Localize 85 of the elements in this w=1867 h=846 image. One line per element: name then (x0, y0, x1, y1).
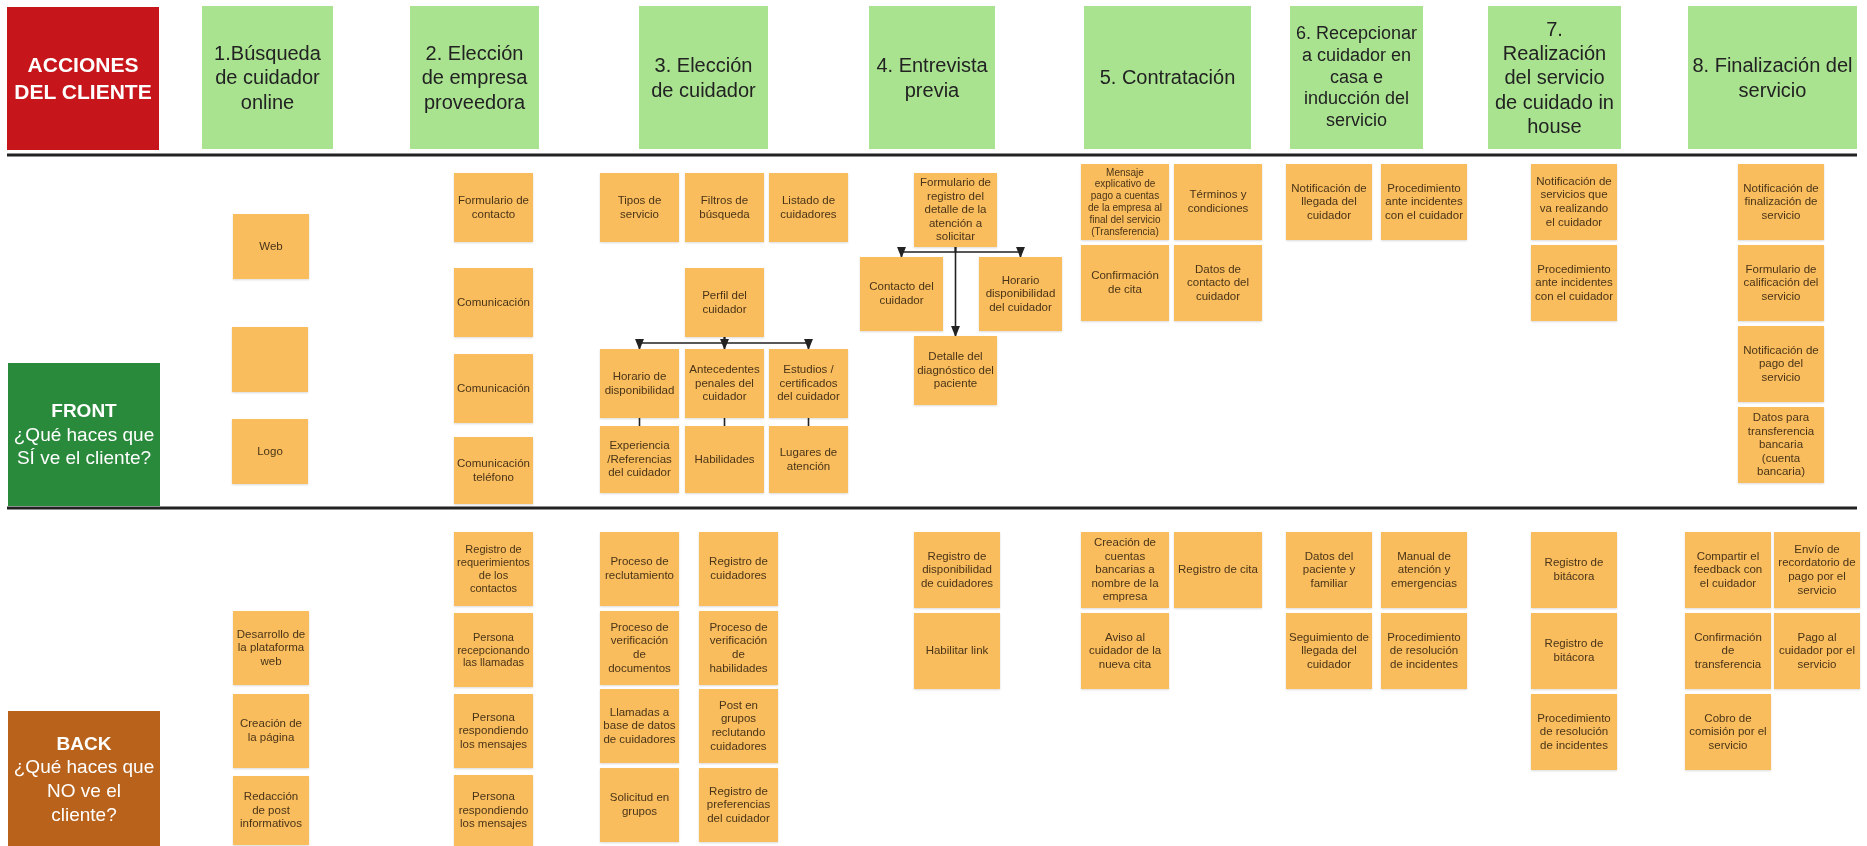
sticky-note: Notificación de llegada del cuidador (1286, 164, 1372, 240)
sticky-note: Notificación de servicios que va realizando el cuidador (1531, 164, 1617, 240)
step-header: 7. Realización del servicio de cuidado in house (1488, 6, 1621, 149)
sticky-note: Persona respondiendo los mensajes (454, 775, 533, 846)
arrow (720, 336, 729, 351)
arrow (951, 246, 960, 338)
sticky-note: Procedimiento de resolución de incidentes (1381, 613, 1467, 689)
lane-question: ¿Qué haces que NO ve el cliente? (12, 755, 156, 827)
sticky-note: Persona respondiendo los mensajes (454, 694, 533, 768)
sticky-note: Registro de preferencias del cuidador (699, 768, 778, 842)
sticky-note (232, 327, 308, 392)
sticky-note: Detalle del diagnóstico del paciente (914, 336, 997, 405)
sticky-note: Manual de atención y emergencias (1381, 532, 1467, 608)
sticky-note: Habilitar link (914, 613, 1000, 689)
section-header: ACCIONES DEL CLIENTE (7, 7, 159, 150)
lane-label-panel (8, 363, 160, 506)
sticky-note: Antecedentes penales del cuidador (685, 349, 764, 418)
sticky-note: Datos de contacto del cuidador (1174, 245, 1262, 321)
sticky-note: Habilidades (685, 426, 764, 493)
sticky-note: Llamadas a base de datos de cuidadores (600, 689, 679, 763)
sticky-note: Registro de cuidadores (699, 532, 778, 606)
sticky-note: Formulario de registro del detalle de la atención a solicitar (914, 173, 997, 247)
sticky-note: Registro de requerimientos de los contactos (454, 532, 533, 606)
lane-question: ¿Qué haces que SÍ ve el cliente? (12, 422, 156, 471)
sticky-note: Envío de recordatorio de pago por el servicio (1774, 532, 1860, 608)
sticky-note: Procedimiento ante incidentes con el cuidador (1381, 164, 1467, 240)
lane-label-panel (8, 711, 160, 846)
sticky-note: Proceso de verificación de documentos (600, 611, 679, 685)
sticky-note: Mensaje explicativo de pago a cuentas de la empresa al final del servicio (Transferencia) (1081, 164, 1169, 240)
step-header: 6. Recepcionar a cuidador en casa e inducción del servicio (1290, 6, 1423, 149)
step-header: 8. Finalización del servicio (1688, 6, 1857, 149)
sticky-note: Lugares de atención (769, 426, 848, 493)
arrow (954, 246, 1025, 259)
sticky-note: Proceso de reclutamiento (600, 532, 679, 606)
sticky-note: Persona recepcionando las llamadas (454, 613, 533, 687)
sticky-note: Compartir el feedback con el cuidador (1685, 532, 1771, 608)
sticky-note: Registro de cita (1174, 532, 1262, 608)
sticky-note: Comunicación teléfono (454, 437, 533, 504)
sticky-note: Confirmación de transferencia (1685, 613, 1771, 689)
sticky-note: Notificación de pago del servicio (1738, 326, 1824, 402)
sticky-note: Comunicación (454, 354, 533, 423)
sticky-note: Creación de cuentas bancarias a nombre de la empresa (1081, 532, 1169, 608)
sticky-note: Confirmación de cita (1081, 245, 1169, 321)
sticky-note: Registro de bitácora (1531, 613, 1617, 689)
sticky-note: Logo (232, 419, 308, 484)
sticky-note: Estudios / certificados del cuidador (769, 349, 848, 418)
step-header: 5. Contratación (1084, 6, 1251, 149)
sticky-note: Datos para transferencia bancaria (cuenta bancaria) (1738, 407, 1824, 483)
step-header: 4. Entrevista previa (869, 6, 995, 149)
sticky-note: Perfil del cuidador (685, 268, 764, 337)
sticky-note: Notificación de finalización de servicio (1738, 164, 1824, 240)
lane-title: FRONT (51, 398, 117, 423)
sticky-note: Términos y condiciones (1174, 164, 1262, 240)
sticky-note: Tipos de servicio (600, 173, 679, 242)
sticky-note: Pago al cuidador por el servicio (1774, 613, 1860, 689)
sticky-note: Comunicación (454, 268, 533, 337)
sticky-note: Listado de cuidadores (769, 173, 848, 242)
sticky-note: Proceso de verificación de habilidades (699, 611, 778, 685)
sticky-note: Solicitud en grupos (600, 768, 679, 842)
sticky-note: Filtros de búsqueda (685, 173, 764, 242)
arrow (897, 246, 957, 259)
sticky-note: Procedimiento ante incidentes con el cuidador (1531, 245, 1617, 321)
sticky-note: Aviso al cuidador de la nueva cita (1081, 613, 1169, 689)
sticky-note: Web (233, 214, 309, 279)
sticky-note: Cobro de comisión por el servicio (1685, 694, 1771, 770)
step-header: 1.Búsqueda de cuidador online (202, 6, 333, 149)
sticky-note: Seguimiento de llegada del cuidador (1286, 613, 1372, 689)
sticky-note: Datos del paciente y familiar (1286, 532, 1372, 608)
sticky-note: Procedimiento de resolución de incidentes (1531, 694, 1617, 770)
arrow (723, 336, 813, 351)
sticky-note: Horario de disponibilidad (600, 349, 679, 418)
sticky-note: Desarrollo de la plataforma web (233, 611, 309, 685)
sticky-note: Creación de la página (233, 694, 309, 768)
sticky-note: Formulario de calificación del servicio (1738, 245, 1824, 321)
step-header: 3. Elección de cuidador (639, 6, 768, 149)
sticky-note: Post en grupos reclutando cuidadores (699, 689, 778, 763)
lane-title: BACK (56, 731, 112, 756)
sticky-note: Experiencia /Referencias del cuidador (600, 426, 679, 493)
sticky-note: Horario disponibilidad del cuidador (979, 257, 1062, 331)
sticky-note: Registro de bitácora (1531, 532, 1617, 608)
sticky-note: Contacto del cuidador (860, 257, 943, 331)
sticky-note: Registro de disponibilidad de cuidadores (914, 532, 1000, 608)
sticky-note: Redacción de post informativos (233, 776, 309, 845)
step-header: 2. Elección de empresa proveedora (410, 6, 539, 149)
sticky-note: Formulario de contacto (454, 173, 533, 242)
